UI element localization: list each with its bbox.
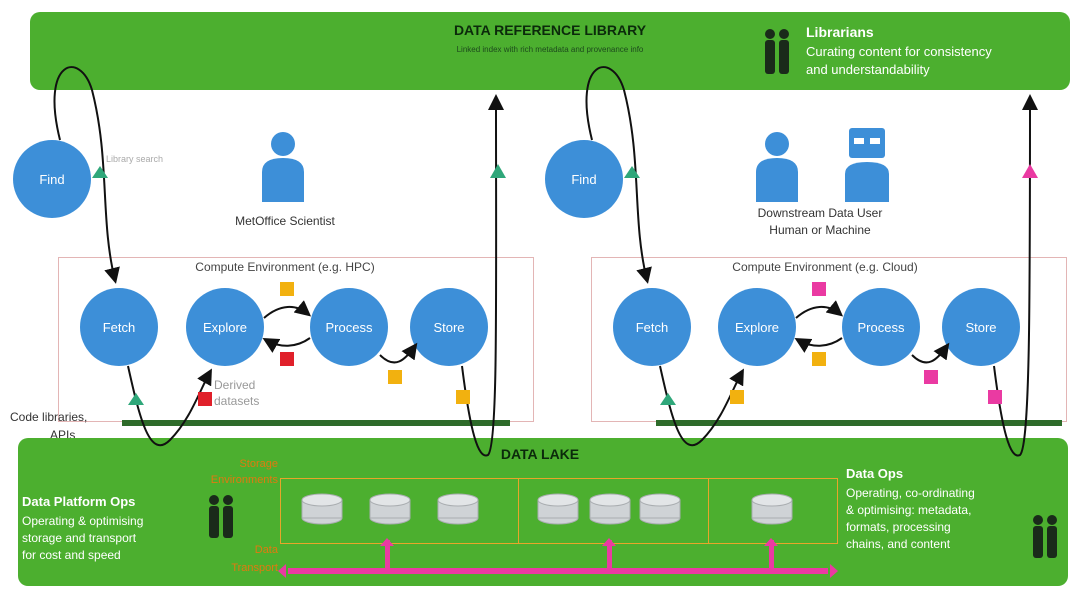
- platform-ops-title: Data Platform Ops: [22, 494, 136, 509]
- transport-riser-arrow: [602, 538, 616, 546]
- database-icon: [639, 493, 681, 525]
- explore-to-process-right: [795, 300, 844, 319]
- scientist-label: MetOffice Scientist: [235, 214, 335, 228]
- process-to-explore-left: [262, 337, 311, 353]
- fetch-to-explore-right: [659, 365, 744, 447]
- transport-riser: [607, 540, 612, 568]
- transport-riser: [385, 540, 390, 568]
- api-bar-left: [122, 420, 510, 426]
- code-libraries-1: Code libraries,: [10, 410, 88, 424]
- robot-icon: [845, 128, 889, 202]
- find-note-left: Library search: [106, 154, 164, 164]
- library-to-find-right: [585, 66, 652, 284]
- explore-node-right: Explore: [718, 288, 796, 366]
- data-ops-title: Data Ops: [846, 466, 904, 481]
- data-lake-title: DATA LAKE: [500, 446, 580, 462]
- explore-to-process-left: [263, 300, 312, 319]
- square-pink: [988, 390, 1002, 404]
- transport-arrow-right: [830, 564, 838, 578]
- store-to-library-left: [461, 94, 505, 457]
- compute-environment-right-label: Compute Environment (e.g. Cloud): [732, 260, 918, 274]
- store-to-library-right: [993, 94, 1038, 457]
- library-title: DATA REFERENCE LIBRARY: [453, 22, 647, 38]
- person-icon: [756, 132, 798, 202]
- downstream-user-label-2: Human or Machine: [769, 223, 871, 237]
- square-yellow: [388, 370, 402, 384]
- store-node-right: Store: [942, 288, 1020, 366]
- people-icon: [1033, 515, 1057, 558]
- database-icon: [537, 493, 579, 525]
- process-to-explore-right: [794, 337, 843, 353]
- compute-environment-left-label: Compute Environment (e.g. HPC): [195, 260, 375, 274]
- arrow-api-left: [128, 393, 144, 405]
- storage-label-1: Storage: [239, 458, 278, 470]
- database-icon: [589, 493, 631, 525]
- transport-riser: [769, 540, 774, 568]
- librarians-desc-2: and understandability: [806, 62, 930, 77]
- library-subtitle: Linked index with rich metadata and prov…: [456, 45, 644, 54]
- downstream-user-label-1: Downstream Data User: [757, 206, 883, 220]
- square-pink: [812, 282, 826, 296]
- square-pink: [924, 370, 938, 384]
- storage-environment-divider-2: [708, 478, 709, 544]
- person-icon: [262, 132, 304, 202]
- transport-riser-arrow: [380, 538, 394, 546]
- fetch-node-right: Fetch: [613, 288, 691, 366]
- square-yellow: [280, 282, 294, 296]
- database-icon: [369, 493, 411, 525]
- square-yellow: [730, 390, 744, 404]
- process-to-store-right: [911, 342, 950, 364]
- database-icon: [437, 493, 479, 525]
- platform-ops-desc-1: Operating & optimising: [22, 514, 144, 528]
- arrow-store-left: [490, 164, 506, 178]
- platform-ops-desc-2: storage and transport: [22, 531, 137, 545]
- platform-ops-desc-3: for cost and speed: [22, 548, 121, 562]
- api-bar-right: [656, 420, 1062, 426]
- fetch-to-explore-left: [127, 365, 212, 447]
- data-ops-desc-1: Operating, co-ordinating: [846, 486, 975, 500]
- square-yellow: [812, 352, 826, 366]
- arrow-find-left: [92, 166, 108, 178]
- database-icon: [301, 493, 343, 525]
- explore-node-left: Explore: [186, 288, 264, 366]
- square-red: [280, 352, 294, 366]
- librarians-desc-1: Curating content for consistency: [806, 44, 992, 59]
- arrow-api-right: [660, 393, 676, 405]
- find-node-right: Find: [545, 140, 623, 218]
- find-node-left: Find: [13, 140, 91, 218]
- transport-label-1: Data: [254, 544, 278, 556]
- storage-environment-divider-1: [518, 478, 519, 544]
- database-icon: [751, 493, 793, 525]
- transport-riser-arrow: [764, 538, 778, 546]
- transport-label-2: Transport: [231, 562, 278, 574]
- derived-datasets-1: Derived: [214, 378, 256, 392]
- people-icon: [765, 29, 789, 74]
- store-node-left: Store: [410, 288, 488, 366]
- fetch-node-left: Fetch: [80, 288, 158, 366]
- library-to-find-left: [53, 66, 120, 284]
- arrow-find-right: [624, 166, 640, 178]
- storage-environment-box: [280, 478, 838, 544]
- process-node-right: Process: [842, 288, 920, 366]
- people-icon: [209, 495, 233, 538]
- data-ops-desc-2: & optimising: metadata,: [846, 503, 972, 517]
- storage-label-2: Environments: [210, 474, 278, 486]
- librarians-title: Librarians: [806, 24, 874, 40]
- square-red: [198, 392, 212, 406]
- data-ops-desc-4: chains, and content: [846, 537, 951, 551]
- square-yellow: [456, 390, 470, 404]
- process-node-left: Process: [310, 288, 388, 366]
- process-to-store-left: [379, 342, 418, 364]
- arrow-store-right: [1022, 164, 1038, 178]
- transport-arrow-left: [278, 564, 286, 578]
- data-ops-desc-3: formats, processing: [846, 520, 951, 534]
- derived-datasets-2: datasets: [214, 394, 260, 408]
- data-reference-library-band: [30, 12, 1070, 90]
- transport-bar: [288, 568, 828, 574]
